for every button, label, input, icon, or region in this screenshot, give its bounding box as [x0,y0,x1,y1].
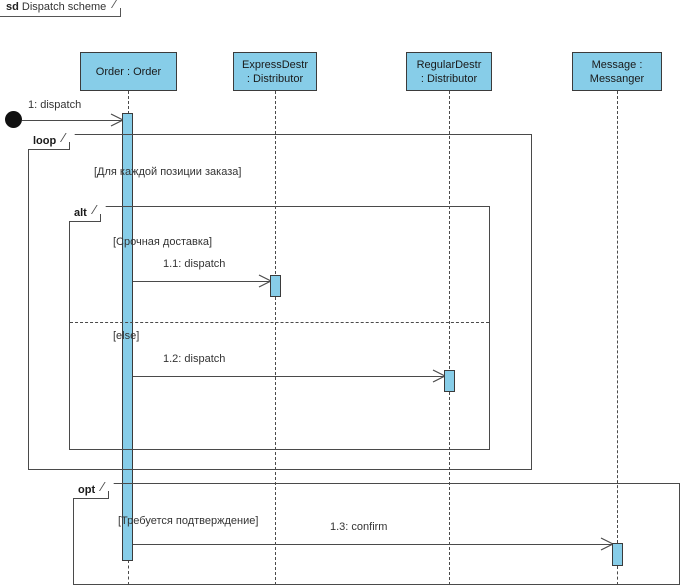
lifeline-head-regulardestr[interactable]: RegularDestr : Distributor [406,52,492,91]
lifeline-stem-order [128,91,129,114]
lifeline-head-expressdestr[interactable]: ExpressDestr : Distributor [233,52,317,91]
diagram-kind-keyword: sd [6,1,19,13]
fragment-loop-guard: [Для каждой позиции заказа] [94,166,242,178]
activation-bar-regulardestr[interactable] [444,370,455,392]
message-label-1-3: 1.3: confirm [330,521,388,533]
lifeline-head-order[interactable]: Order : Order [80,52,177,91]
fragment-loop-operator: loop [28,134,71,150]
fragment-alt[interactable] [69,206,490,450]
lifeline-head-order-line1: Order : Order [95,65,162,78]
lifeline-stem-regulardestr [449,91,450,369]
diagram-frame-label: sd Dispatch scheme [0,0,122,17]
lifeline-stem-expressdestr [275,91,276,274]
fragment-alt-guard: [Срочная доставка] [113,236,213,248]
diagram-title: Dispatch scheme [21,1,107,13]
activation-bar-order[interactable] [122,113,133,561]
message-label-1-1: 1.1: dispatch [163,258,226,270]
lifeline-head-expressdestr-line2: : Distributor [246,72,304,85]
lifeline-stem-messenger [617,91,618,543]
message-line-1-1[interactable] [133,281,271,282]
message-label-1-2: 1.2: dispatch [163,353,226,365]
lifeline-stem-messenger-lower [617,566,618,585]
lifeline-head-messenger-line1: Message : [591,58,643,71]
fragment-alt-divider [70,322,489,323]
message-line-1[interactable] [22,120,123,121]
lifeline-head-expressdestr-line1: ExpressDestr [241,58,309,71]
lifeline-head-regulardestr-line1: RegularDestr [416,58,482,71]
fragment-alt-guard-else: [else] [113,330,140,342]
lifeline-head-messenger-line2: Messanger [589,72,645,85]
fragment-opt[interactable] [73,483,680,585]
activation-bar-messenger[interactable] [612,543,623,566]
lifeline-stem-order-lower [128,560,129,585]
fragment-opt-operator: opt [73,483,110,499]
lifeline-head-regulardestr-line2: : Distributor [420,72,478,85]
message-label-1: 1: dispatch [28,99,82,111]
fragment-loop[interactable] [28,134,532,470]
activation-bar-expressdestr[interactable] [270,275,281,297]
lifeline-stem-regulardestr-lower [449,392,450,585]
fragment-opt-guard: [Требуется подтверждение] [118,515,259,527]
lifeline-head-messenger[interactable]: Message : Messanger [572,52,662,91]
message-line-1-3[interactable] [133,544,613,545]
message-line-1-2[interactable] [133,376,445,377]
lifeline-stem-expressdestr-lower [275,297,276,585]
start-node [5,111,22,128]
fragment-alt-operator: alt [69,206,101,222]
